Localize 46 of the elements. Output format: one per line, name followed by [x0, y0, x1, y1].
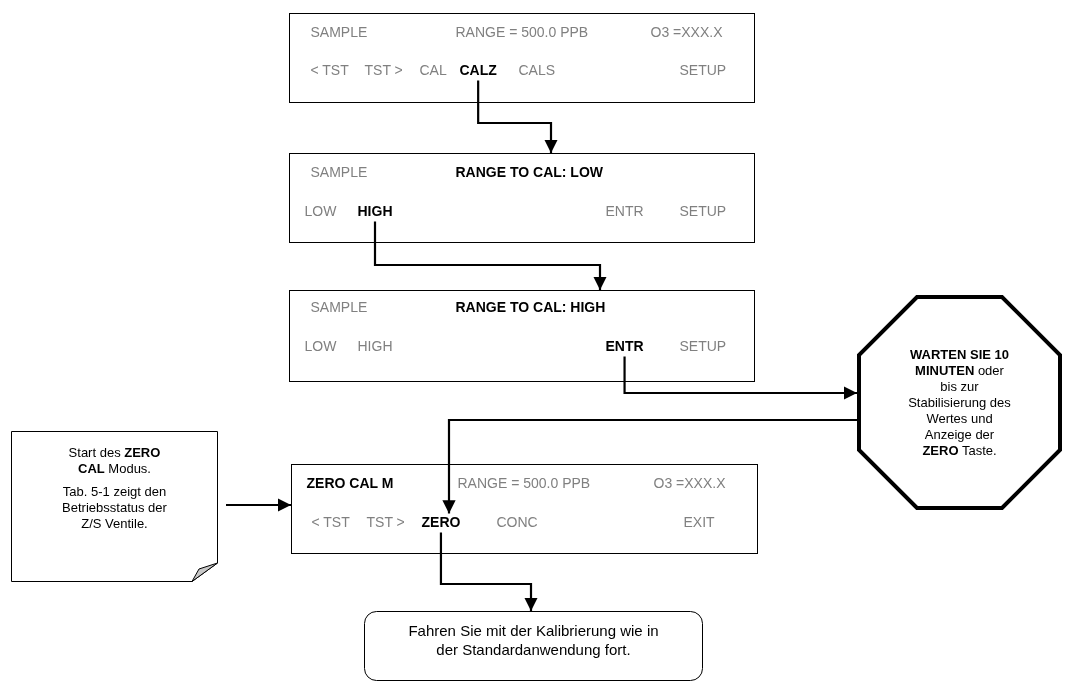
display-screen: [291, 464, 758, 554]
display-text: O3 =XXX.X: [650, 23, 723, 41]
display-text: TST >: [364, 61, 403, 79]
display-text: RANGE TO CAL: LOW: [455, 163, 603, 181]
display-text: ENTR: [605, 202, 644, 220]
display-text: LOW: [304, 337, 337, 355]
display-screen: [289, 13, 755, 103]
warning-text: WARTEN SIE 10 MINUTEN oder bis zur Stabilisierung des Wertes und Anzeige der ZERO Taste.: [907, 346, 1012, 459]
display-text: O3 =XXX.X: [653, 474, 726, 492]
note-card: [11, 431, 218, 582]
display-text: SAMPLE: [310, 23, 368, 41]
arrow: [477, 80, 558, 153]
display-text: HIGH: [357, 337, 393, 355]
key-label: CALZ: [459, 61, 497, 79]
display-text: EXIT: [683, 513, 715, 531]
key-label: ENTR: [605, 337, 644, 355]
arrow: [439, 532, 538, 611]
display-text: < TST: [311, 513, 350, 531]
display-screen: [289, 153, 755, 243]
display-text: RANGE = 500.0 PPB: [457, 474, 591, 492]
display-text: SETUP: [679, 337, 727, 355]
display-text: CALS: [518, 61, 556, 79]
display-text: SETUP: [679, 61, 727, 79]
display-text: SETUP: [679, 202, 727, 220]
stop-octagon: [857, 295, 1062, 510]
display-text: CAL: [419, 61, 447, 79]
display-screen: [289, 290, 755, 382]
display-text: SAMPLE: [310, 298, 368, 316]
arrow: [373, 221, 607, 290]
display-text: LOW: [304, 202, 337, 220]
key-label: ZERO: [421, 513, 461, 531]
arrow: [442, 418, 857, 514]
display-text: ZERO CAL M: [306, 474, 394, 492]
note-text: Tab. 5-1 zeigt den Betriebsstatus der Z/S Ventile.: [61, 484, 168, 532]
display-text: TST >: [366, 513, 405, 531]
display-text: RANGE TO CAL: HIGH: [455, 298, 606, 316]
note-text: Start des ZERO CAL Modus.: [67, 445, 162, 477]
display-text: SAMPLE: [310, 163, 368, 181]
arrow: [226, 498, 291, 512]
display-text: RANGE = 500.0 PPB: [455, 23, 589, 41]
process-box: [364, 611, 703, 681]
display-text: CONC: [496, 513, 538, 531]
display-text: < TST: [310, 61, 349, 79]
note-text: Fahren Sie mit der Kalibrierung wie in der Standardanwendung fort.: [407, 621, 660, 659]
arrow: [623, 356, 857, 400]
key-label: HIGH: [357, 202, 393, 220]
